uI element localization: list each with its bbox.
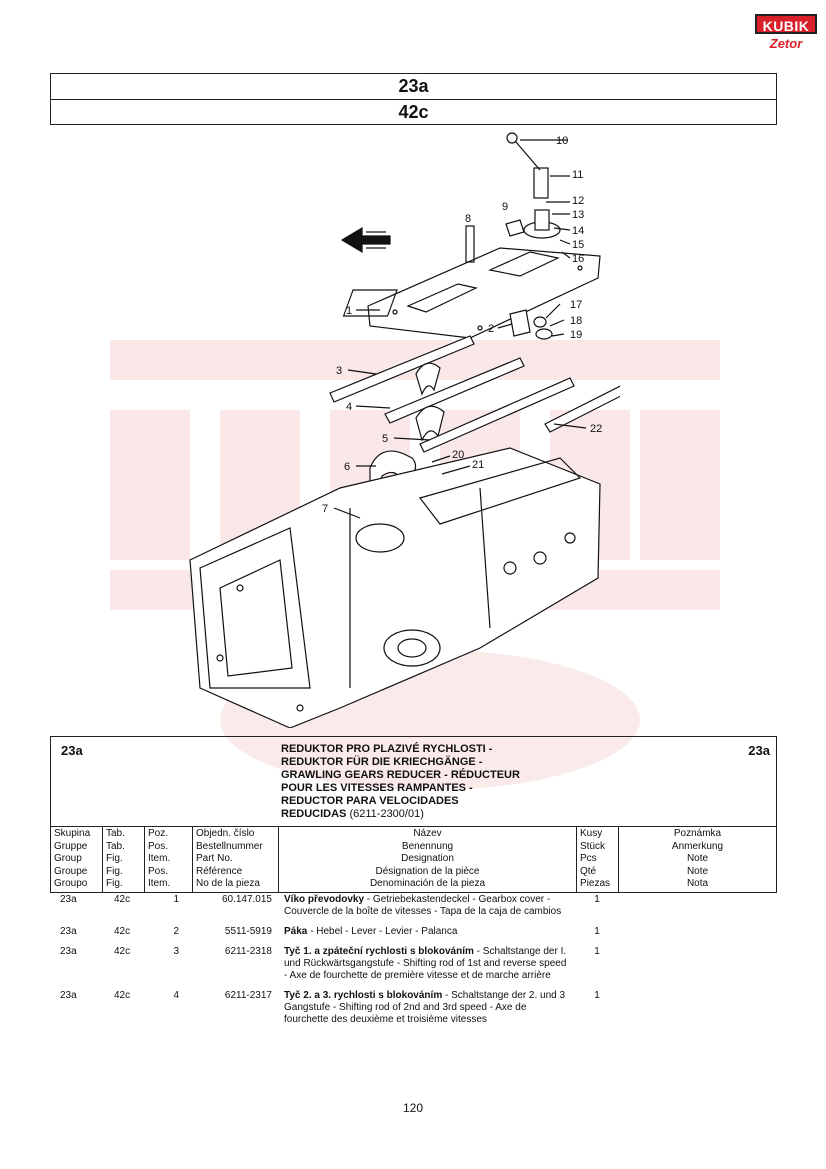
col-table: Tab.Tab.Fig.Fig.Fig. (103, 827, 145, 892)
callout-9: 9 (502, 201, 508, 213)
logo-kubik-text: KUBIK (755, 14, 817, 34)
section-code-right: 23a (748, 743, 770, 758)
section-heading: 23a REDUKTOR PRO PLAZIVÉ RYCHLOSTI - RED… (51, 737, 776, 827)
callout-14: 14 (572, 225, 584, 237)
direction-arrow-icon (340, 226, 391, 254)
section-assembly-code: (6211-2300/01) (349, 808, 424, 820)
table-row: 23a 42c 3 6211-2318 Tyč 1. a zpáteční ry… (60, 946, 600, 981)
callout-5: 5 (382, 433, 388, 445)
parts-section: 23a REDUKTOR PRO PLAZIVÉ RYCHLOSTI - RED… (50, 736, 777, 893)
parts-list: 23a 42c 1 60.147.015 Víko převodovky - G… (50, 894, 777, 1034)
callout-1: 1 (346, 305, 352, 317)
page-number: 120 (402, 1101, 424, 1115)
callout-6: 6 (344, 461, 350, 473)
section-title-line: GRAWLING GEARS REDUCER - RÉDUCTEUR (281, 769, 520, 781)
exploded-parts-diagram: 10 11 12 13 14 15 16 9 8 1 2 17 18 19 3 … (189, 132, 620, 728)
kubik-zetor-logo: KUBIK Zetor (755, 14, 817, 66)
part-name: Tyč 2. a 3. rychlosti s blokováním - Sch… (284, 990, 566, 1025)
callout-20: 20 (452, 449, 464, 461)
callout-4: 4 (346, 401, 352, 413)
callout-21: 21 (472, 459, 484, 471)
callout-17: 17 (570, 299, 582, 311)
part-name: Páka - Hebel - Lever - Levier - Palanca (284, 926, 458, 937)
callout-16: 16 (572, 253, 584, 265)
logo-zetor-text: Zetor (769, 36, 803, 51)
callout-13: 13 (572, 209, 584, 221)
callout-8: 8 (465, 213, 471, 225)
callout-3: 3 (336, 365, 342, 377)
callout-11: 11 (572, 169, 583, 181)
callout-10: 10 (556, 135, 568, 147)
callout-22: 22 (590, 423, 602, 435)
part-name: Víko převodovky - Getriebekastendeckel -… (284, 894, 562, 917)
header-group-code: 23a (398, 76, 429, 96)
table-row: 23a 42c 4 6211-2317 Tyč 2. a 3. rychlost… (60, 990, 600, 1025)
section-title-last: REDUCIDAS (281, 808, 347, 820)
section-title-line: REDUKTOR FÜR DIE KRIECHGÄNGE - (281, 756, 483, 768)
table-row: 23a 42c 2 5511-5919 Páka - Hebel - Lever… (60, 926, 600, 937)
header-figure-code: 42c (51, 99, 776, 124)
callout-2: 2 (488, 323, 494, 335)
callout-7: 7 (322, 503, 328, 515)
part-name: Tyč 1. a zpáteční rychlosti s blokováním… (284, 946, 567, 981)
page-header: 23a 42c (50, 73, 777, 125)
col-position: Poz.Pos.Item.Pos.Item. (145, 827, 193, 892)
section-title-line: REDUKTOR PRO PLAZIVÉ RYCHLOSTI - (281, 743, 493, 755)
callout-18: 18 (570, 315, 582, 327)
section-code-left: 23a (61, 743, 83, 758)
section-title-line: POUR LES VITESSES RAMPANTES - (281, 782, 473, 794)
callout-19: 19 (570, 329, 582, 341)
callout-15: 15 (572, 239, 584, 251)
callout-12: 12 (572, 195, 584, 207)
section-title: REDUKTOR PRO PLAZIVÉ RYCHLOSTI - REDUKTO… (281, 743, 520, 821)
section-title-line: REDUCTOR PARA VELOCIDADES (281, 795, 459, 807)
table-row: 23a 42c 1 60.147.015 Víko převodovky - G… (60, 894, 600, 917)
